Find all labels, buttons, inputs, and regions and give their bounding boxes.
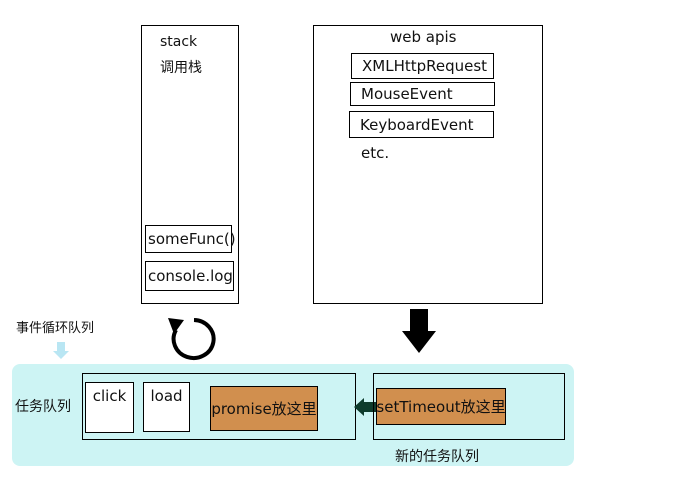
call-stack-subtitle: 调用栈 — [160, 60, 202, 76]
new-task-queue-box — [373, 373, 565, 440]
web-api-mouseevent: MouseEvent — [350, 82, 495, 106]
task-queue-label: 任务队列 — [15, 399, 71, 415]
task-item-click: click — [85, 382, 134, 433]
left-arrow-icon — [354, 398, 376, 416]
new-task-queue-label: 新的任务队列 — [395, 449, 479, 465]
stack-frame-somefunc: someFunc() — [145, 225, 236, 253]
settimeout-placeholder: setTimeout放这里 — [376, 388, 506, 425]
call-stack-title: stack — [160, 34, 198, 50]
task-item-load: load — [143, 382, 190, 432]
down-arrow-icon — [402, 309, 436, 353]
web-apis-title: web apis — [390, 28, 457, 46]
web-api-xmlhttprequest: XMLHttpRequest — [351, 53, 494, 79]
event-loop-arrow-icon — [168, 318, 216, 360]
call-stack-panel — [141, 25, 239, 304]
web-apis-more: etc. — [361, 144, 390, 162]
event-loop-queue-label: 事件循环队列 — [16, 321, 95, 336]
web-api-keyboardevent: KeyboardEvent — [349, 111, 494, 138]
promise-placeholder: promise放这里 — [210, 386, 318, 431]
stack-frame-console-log: console.log — [145, 261, 234, 291]
light-down-arrow-icon — [53, 342, 69, 359]
